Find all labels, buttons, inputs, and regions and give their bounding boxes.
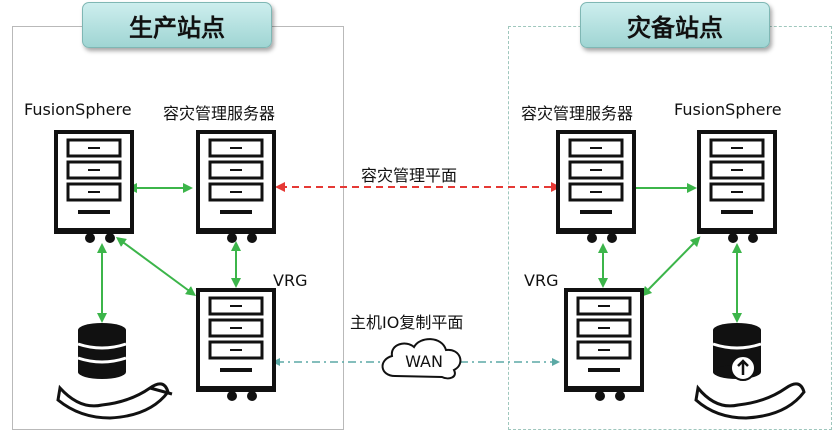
production-site-title: 生产站点	[82, 2, 272, 48]
dr-vrg-label: VRG	[524, 271, 559, 290]
prod-vrg-server-icon	[196, 288, 276, 404]
prod-fusionsphere-server-icon	[54, 130, 134, 246]
dr-site-title: 灾备站点	[580, 2, 770, 48]
prod-vrg-label: VRG	[273, 271, 308, 290]
dr-fusionsphere-server-icon	[697, 130, 777, 246]
dr-dr-server-icon	[556, 130, 636, 246]
link-dr-fs-vrg	[641, 236, 701, 297]
wan-label: WAN	[405, 352, 443, 371]
dr-vrg-server-icon	[564, 288, 644, 404]
database-hand-icon	[56, 323, 173, 420]
link-prod-fs-vrg	[115, 237, 197, 296]
cloud-icon	[381, 338, 462, 380]
dr-dr-server-label: 容灾管理服务器	[521, 104, 634, 123]
dr-management-plane-label: 容灾管理平面	[361, 166, 458, 185]
wan-cloud: WAN	[386, 344, 462, 380]
prod-dr-server-icon	[196, 130, 276, 246]
prod-fusionsphere-label: FusionSphere	[24, 100, 132, 119]
prod-dr-server-label: 容灾管理服务器	[163, 104, 276, 123]
host-io-replication-plane-label: 主机IO复制平面	[350, 313, 464, 332]
database-cloud-upload-icon	[694, 323, 806, 420]
dr-fusionsphere-label: FusionSphere	[674, 100, 782, 119]
